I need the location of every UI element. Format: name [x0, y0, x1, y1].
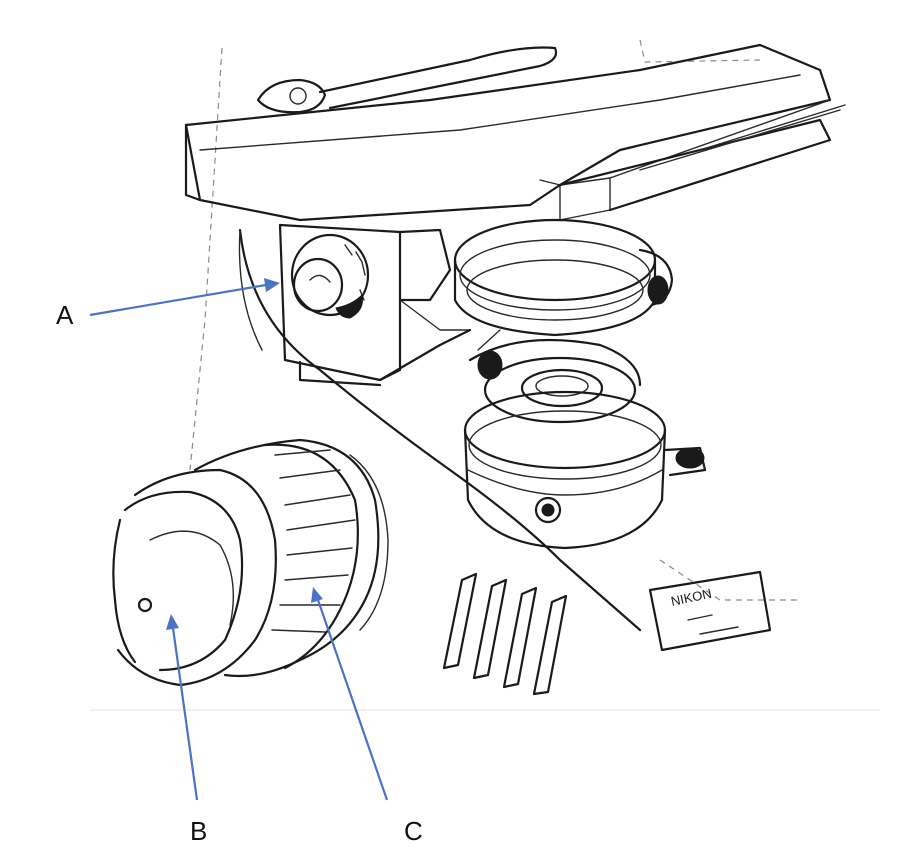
plate-brand-text: NIKON — [670, 586, 713, 609]
arm-outline-top — [639, 39, 761, 63]
microscope-stage — [184, 43, 846, 222]
iris-diaphragm — [468, 329, 642, 424]
body-curve — [238, 228, 642, 632]
label-a: A — [56, 300, 74, 330]
label-c: C — [404, 816, 423, 846]
arm-outline-left — [189, 47, 223, 471]
arrow-b — [166, 614, 199, 801]
condenser-housing — [278, 223, 472, 387]
arrow-c — [311, 587, 389, 801]
name-plate: NIKON — [648, 570, 772, 652]
base-vents — [442, 572, 568, 696]
arrow-a — [89, 278, 280, 317]
condenser-cylinder — [463, 390, 707, 550]
condenser-rings — [453, 218, 674, 337]
body-edge — [238, 229, 263, 351]
base-outline-right — [659, 559, 800, 601]
condenser-knob — [290, 233, 370, 319]
focus-knob-assembly — [112, 438, 389, 687]
label-b: B — [190, 816, 208, 846]
stage-clip — [256, 46, 558, 114]
